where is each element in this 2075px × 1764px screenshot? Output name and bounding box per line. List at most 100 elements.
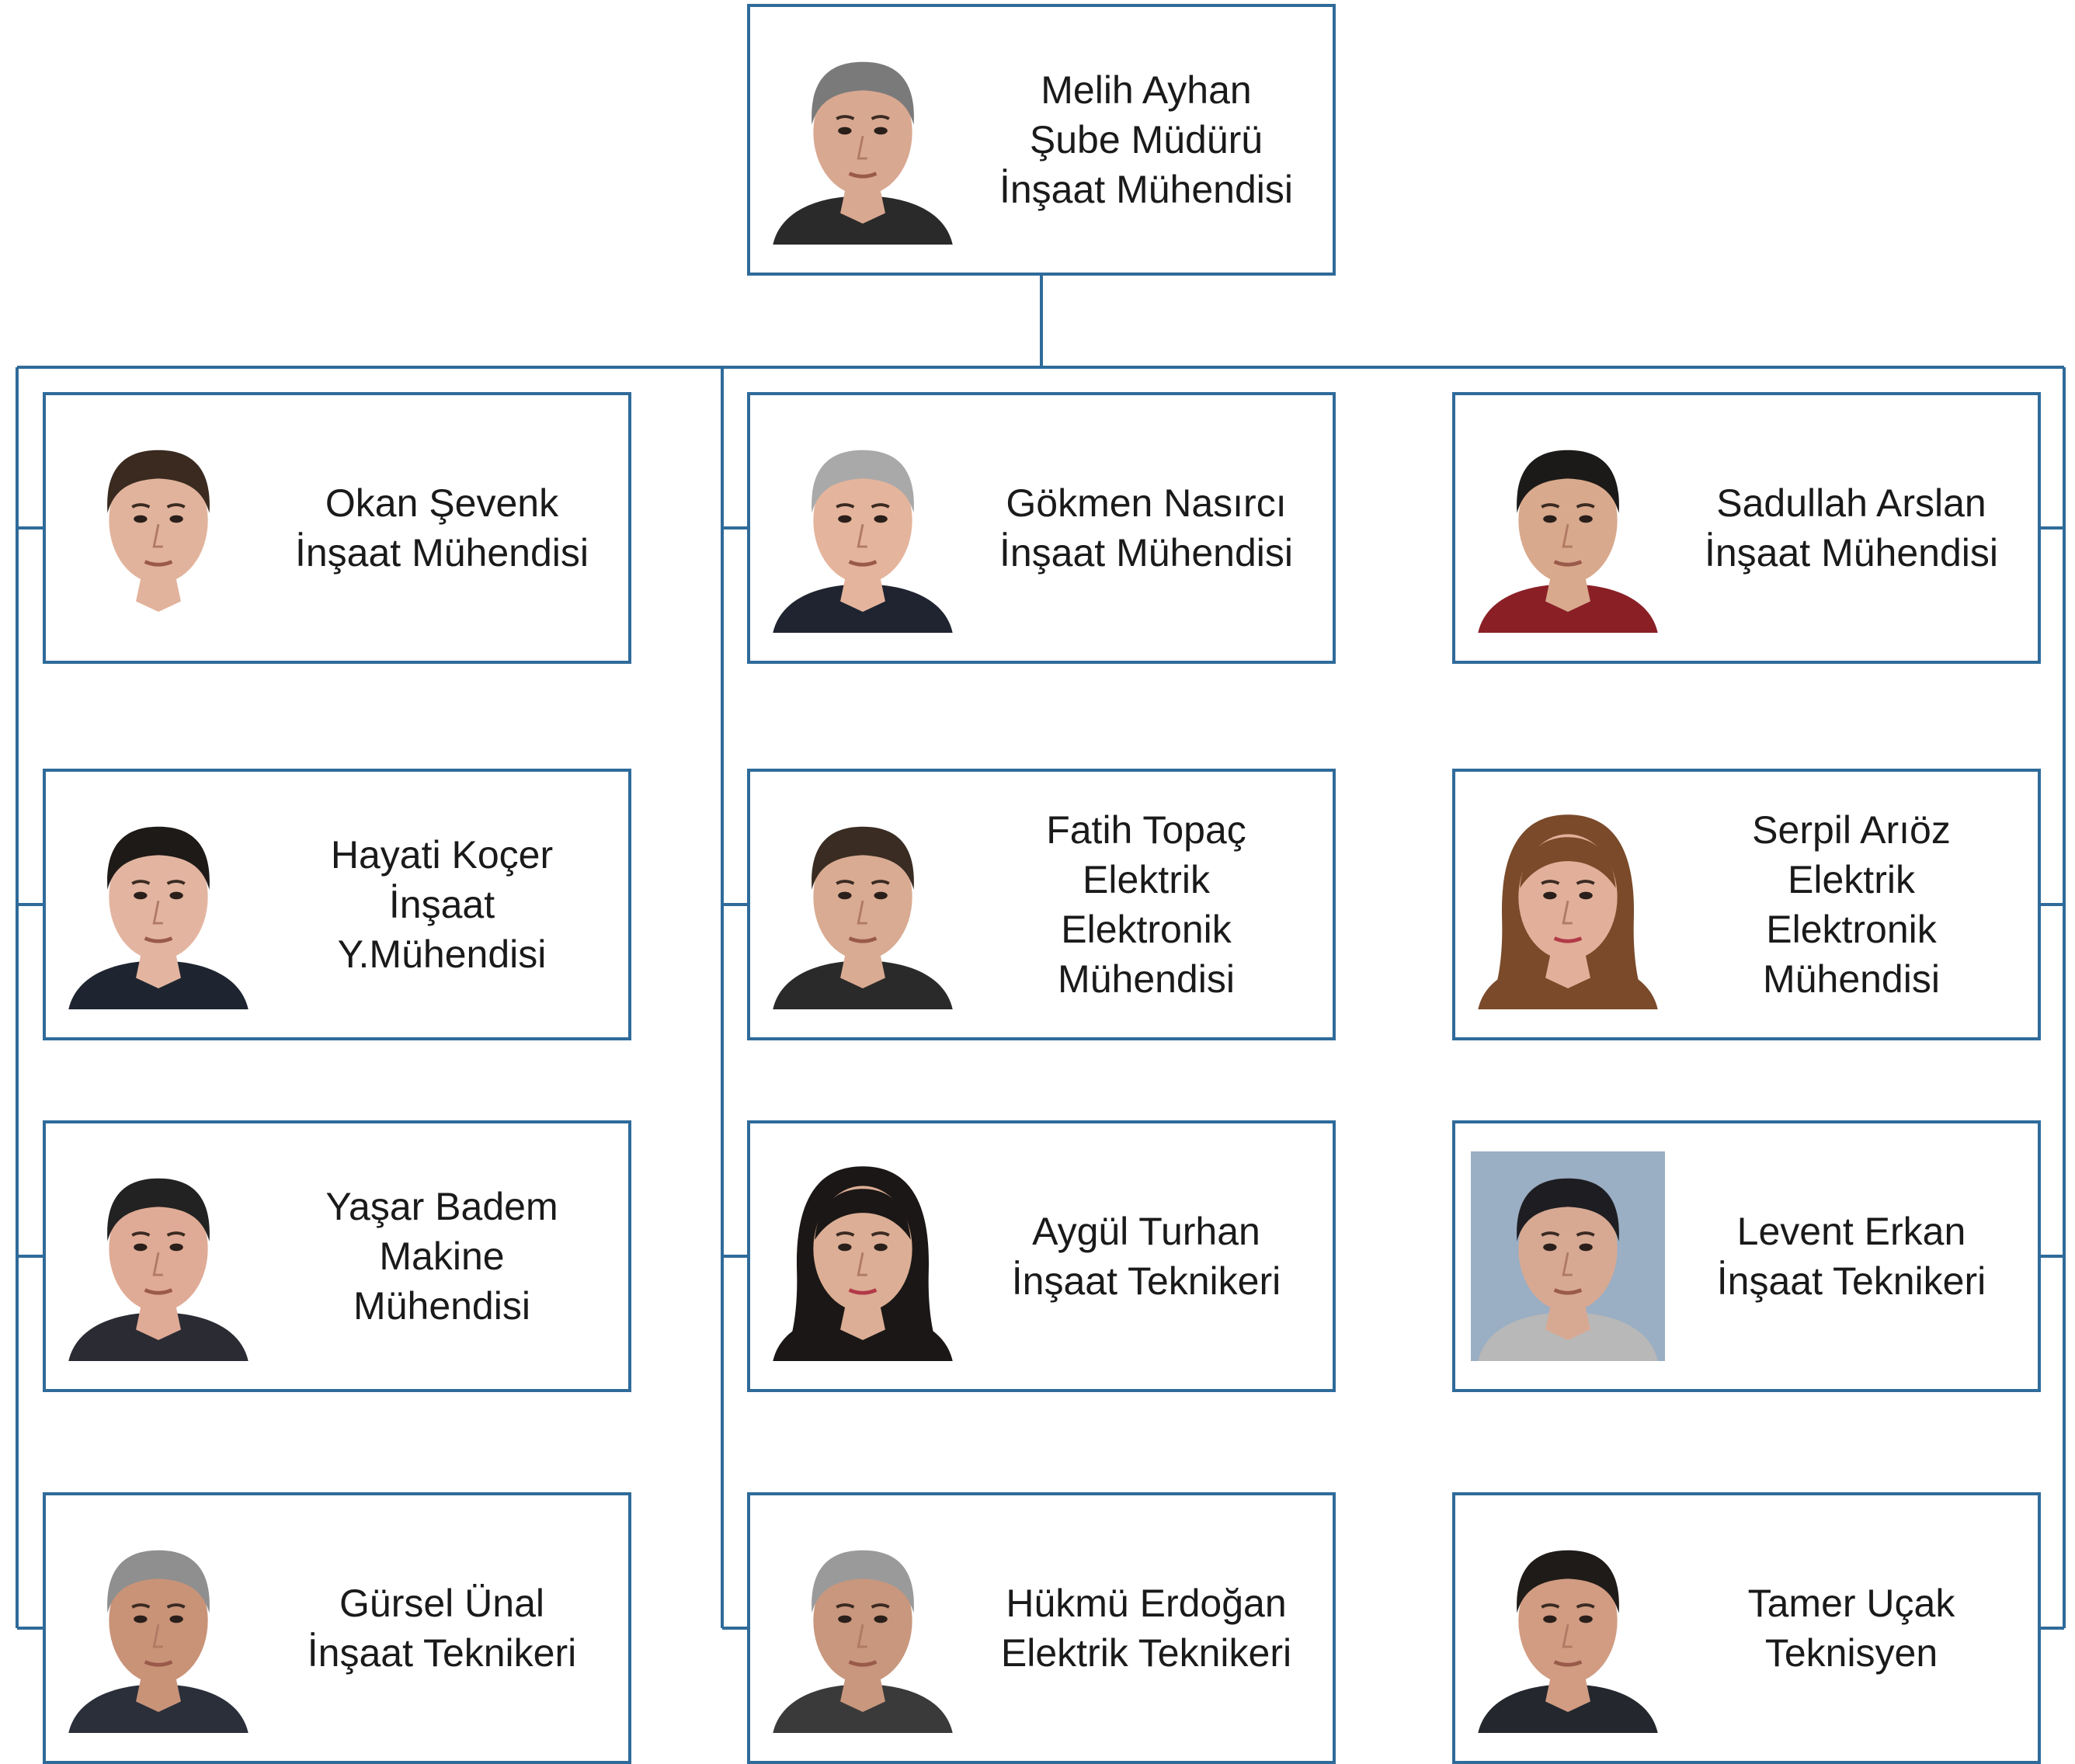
left-eye: [838, 1615, 852, 1623]
left-brow: [131, 1231, 151, 1237]
person-title-line: Makine: [379, 1234, 505, 1278]
left-eye: [1543, 1243, 1557, 1252]
mouth: [848, 560, 878, 567]
nose: [1562, 900, 1573, 925]
mouth: [1553, 560, 1583, 567]
left-eye: [838, 515, 852, 523]
neck-shape: [1545, 949, 1590, 988]
person-photo: [1471, 1151, 1665, 1361]
neck-shape: [840, 1300, 885, 1340]
person-name: Hükmü Erdoğan: [1006, 1582, 1287, 1625]
right-eye: [874, 127, 888, 135]
person-name: Hayati Koçer: [330, 833, 554, 877]
mouth: [1553, 1660, 1583, 1667]
right-brow: [871, 1231, 890, 1237]
right-brow: [166, 880, 186, 885]
nose: [1562, 1252, 1573, 1276]
person-title-line: İnşaat Mühendisi: [999, 168, 1293, 211]
person-title-line: Elektrik: [1083, 858, 1210, 901]
person-photo: [1471, 800, 1665, 1009]
left-brow: [836, 880, 855, 885]
left-brow: [131, 503, 151, 509]
nose: [857, 135, 867, 160]
left-eye: [134, 891, 148, 900]
person-name: Gökmen Nasırcı: [1006, 481, 1287, 525]
person-title-line: İnşaat: [388, 883, 495, 926]
right-brow: [871, 880, 890, 885]
right-brow: [166, 1231, 186, 1237]
left-brow: [836, 115, 855, 120]
mouth: [144, 936, 173, 943]
nose: [152, 1252, 163, 1276]
hair-shape: [1517, 1178, 1619, 1241]
neck-shape: [840, 1672, 885, 1712]
neck-shape: [136, 1300, 181, 1340]
left-brow: [131, 880, 151, 885]
right-eye: [1579, 1243, 1593, 1252]
neck-shape: [136, 949, 181, 988]
person-photo: [766, 1151, 960, 1361]
mouth: [144, 560, 173, 567]
right-eye: [1579, 891, 1593, 900]
face-shape: [1518, 1557, 1618, 1684]
right-brow: [1576, 1603, 1595, 1609]
person-name: Aygül Turhan: [1032, 1210, 1260, 1253]
right-eye: [874, 1243, 888, 1252]
person-title-line: Y.Mühendisi: [337, 932, 547, 976]
left-brow: [1541, 1231, 1560, 1237]
right-eye: [169, 1615, 183, 1623]
left-eye: [838, 891, 852, 900]
mouth: [1553, 1288, 1583, 1295]
right-eye: [169, 1243, 183, 1252]
person-photo: [766, 423, 960, 633]
hair-shape: [812, 450, 914, 513]
person-title-line: Elektrik: [1788, 858, 1915, 901]
right-eye: [169, 515, 183, 523]
person-title-line: İnşaat Teknikeri: [307, 1631, 577, 1675]
left-brow: [1541, 1603, 1560, 1609]
mouth: [848, 172, 878, 179]
left-eye: [134, 1243, 148, 1252]
person-photo: [766, 800, 960, 1009]
person-title-line: Teknisyen: [1764, 1631, 1938, 1675]
person-title-line: Elektrik Teknikeri: [1000, 1631, 1292, 1675]
person-title-line: Mühendisi: [1763, 957, 1940, 1001]
left-brow: [131, 1603, 151, 1609]
face-shape: [813, 834, 912, 960]
right-brow: [1576, 1231, 1595, 1237]
left-brow: [836, 1231, 855, 1237]
right-eye: [169, 891, 183, 900]
person-title-line: Şube Müdürü: [1029, 118, 1263, 161]
right-eye: [1579, 1615, 1593, 1623]
face-shape: [109, 834, 208, 960]
neck-shape: [1545, 572, 1590, 612]
person-title-line: Mühendisi: [1058, 957, 1235, 1001]
face-shape: [1518, 457, 1618, 584]
person-photo: [61, 1523, 255, 1733]
nose: [857, 1623, 867, 1648]
neck-shape: [840, 572, 885, 612]
person-photo: [61, 1151, 255, 1361]
person-name: Okan Şevenk: [325, 481, 559, 525]
right-brow: [1576, 503, 1595, 509]
left-brow: [1541, 880, 1560, 885]
face-shape: [109, 1186, 208, 1312]
hair-shape: [107, 1178, 210, 1241]
